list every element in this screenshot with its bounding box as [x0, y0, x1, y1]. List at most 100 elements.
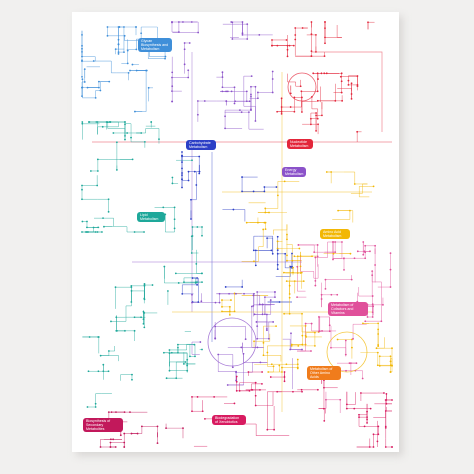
metabolite-node: [112, 132, 115, 134]
metabolite-node: [241, 21, 244, 23]
metabolite-node: [133, 316, 136, 319]
metabolite-node: [187, 76, 190, 79]
metabolite-node: [196, 283, 198, 286]
metabolite-node: [364, 244, 367, 247]
metabolite-node: [247, 371, 250, 373]
metabolite-node: [313, 344, 316, 347]
metabolite-node: [332, 252, 335, 255]
metabolite-node: [366, 410, 368, 413]
metabolite-node: [315, 112, 317, 114]
metabolite-node: [336, 338, 339, 341]
metabolite-node: [140, 316, 142, 319]
metabolite-node: [320, 298, 323, 300]
metabolite-node: [117, 53, 120, 55]
metabolite-node: [271, 252, 274, 255]
metabolite-node: [233, 102, 236, 105]
metabolite-node: [201, 226, 203, 228]
metabolite-node: [274, 296, 276, 299]
metabolite-node: [264, 228, 267, 231]
metabolite-node: [289, 265, 292, 268]
metabolite-node: [324, 278, 327, 281]
metabolite-node: [253, 260, 255, 263]
metabolite-node: [114, 446, 117, 448]
category-label-other-amino: Metabolism of Other Amino Acids: [307, 366, 341, 380]
metabolite-node: [98, 80, 100, 83]
metabolite-node: [276, 44, 279, 47]
metabolite-node: [264, 221, 267, 224]
category-label-carbohydrate: Carbohydrate Metabolism: [186, 140, 216, 150]
metabolite-node: [117, 43, 120, 46]
metabolite-node: [140, 132, 143, 134]
metabolite-node: [235, 380, 238, 383]
metabolite-node: [325, 171, 328, 173]
metabolite-node: [131, 373, 133, 376]
metabolite-node: [283, 180, 286, 183]
metabolite-node: [184, 361, 187, 363]
metabolite-node: [283, 380, 286, 383]
metabolite-node: [171, 71, 174, 74]
metabolite-node: [276, 252, 279, 255]
metabolite-node: [355, 362, 358, 365]
metabolite-node: [186, 358, 189, 361]
metabolite-node: [366, 416, 368, 419]
metabolite-node: [130, 286, 133, 289]
metabolite-node: [324, 21, 326, 23]
metabolite-node: [259, 361, 262, 364]
metabolite-node: [81, 75, 83, 78]
metabolite-node: [299, 272, 302, 274]
metabolite-node: [296, 272, 299, 274]
metabolite-node: [182, 363, 185, 365]
metabolite-node: [267, 371, 270, 373]
metabolite-node: [143, 141, 146, 143]
metabolite-node: [171, 85, 174, 88]
metabolite-node: [276, 268, 279, 271]
metabolite-node: [231, 366, 234, 369]
metabolite-node: [290, 344, 293, 347]
metabolite-node: [296, 358, 299, 361]
metabolite-node: [292, 390, 294, 393]
metabolite-node: [285, 39, 288, 41]
metabolite-node: [280, 112, 283, 115]
metabolite-node: [266, 237, 269, 239]
metabolite-node: [228, 313, 231, 316]
metabolite-node: [107, 411, 110, 414]
metabolite-node: [292, 44, 295, 47]
metabolite-node: [254, 249, 257, 252]
metabolite-node: [297, 244, 300, 246]
metabolite-node: [238, 389, 241, 392]
metabolite-node: [189, 355, 191, 358]
metabolite-node: [123, 34, 126, 37]
metabolite-node: [241, 32, 244, 35]
metabolite-node: [123, 446, 126, 448]
metabolite-node: [315, 34, 317, 36]
metabolite-node: [230, 90, 233, 93]
metabolite-node: [315, 129, 317, 132]
metabolite-node: [203, 100, 206, 102]
metabolite-node: [309, 123, 312, 126]
metabolite-node: [97, 370, 100, 373]
metabolite-node: [265, 329, 268, 332]
metabolite-node: [136, 432, 139, 435]
metabolite-node: [276, 235, 279, 238]
metabolite-node: [264, 207, 267, 210]
metabolite-node: [86, 86, 89, 89]
metabolite-node: [286, 48, 289, 51]
metabolite-node: [83, 81, 86, 83]
metabolite-node: [316, 72, 319, 75]
metabolite-node: [301, 312, 303, 315]
metabolite-node: [314, 279, 317, 282]
metabolite-node: [278, 364, 281, 367]
metabolite-node: [110, 320, 112, 323]
metabolite-node: [310, 21, 313, 23]
metabolite-node: [106, 34, 109, 37]
metabolite-node: [250, 93, 252, 96]
metabolite-node: [130, 432, 133, 435]
metabolite-node: [266, 428, 269, 431]
metabolite-node: [347, 83, 350, 86]
metabolite-node: [114, 48, 117, 50]
metabolite-node: [312, 72, 315, 75]
metabolite-node: [316, 90, 319, 93]
metabolite-node: [217, 353, 220, 356]
metabolite-node: [124, 121, 126, 123]
metabolite-node: [110, 411, 113, 414]
